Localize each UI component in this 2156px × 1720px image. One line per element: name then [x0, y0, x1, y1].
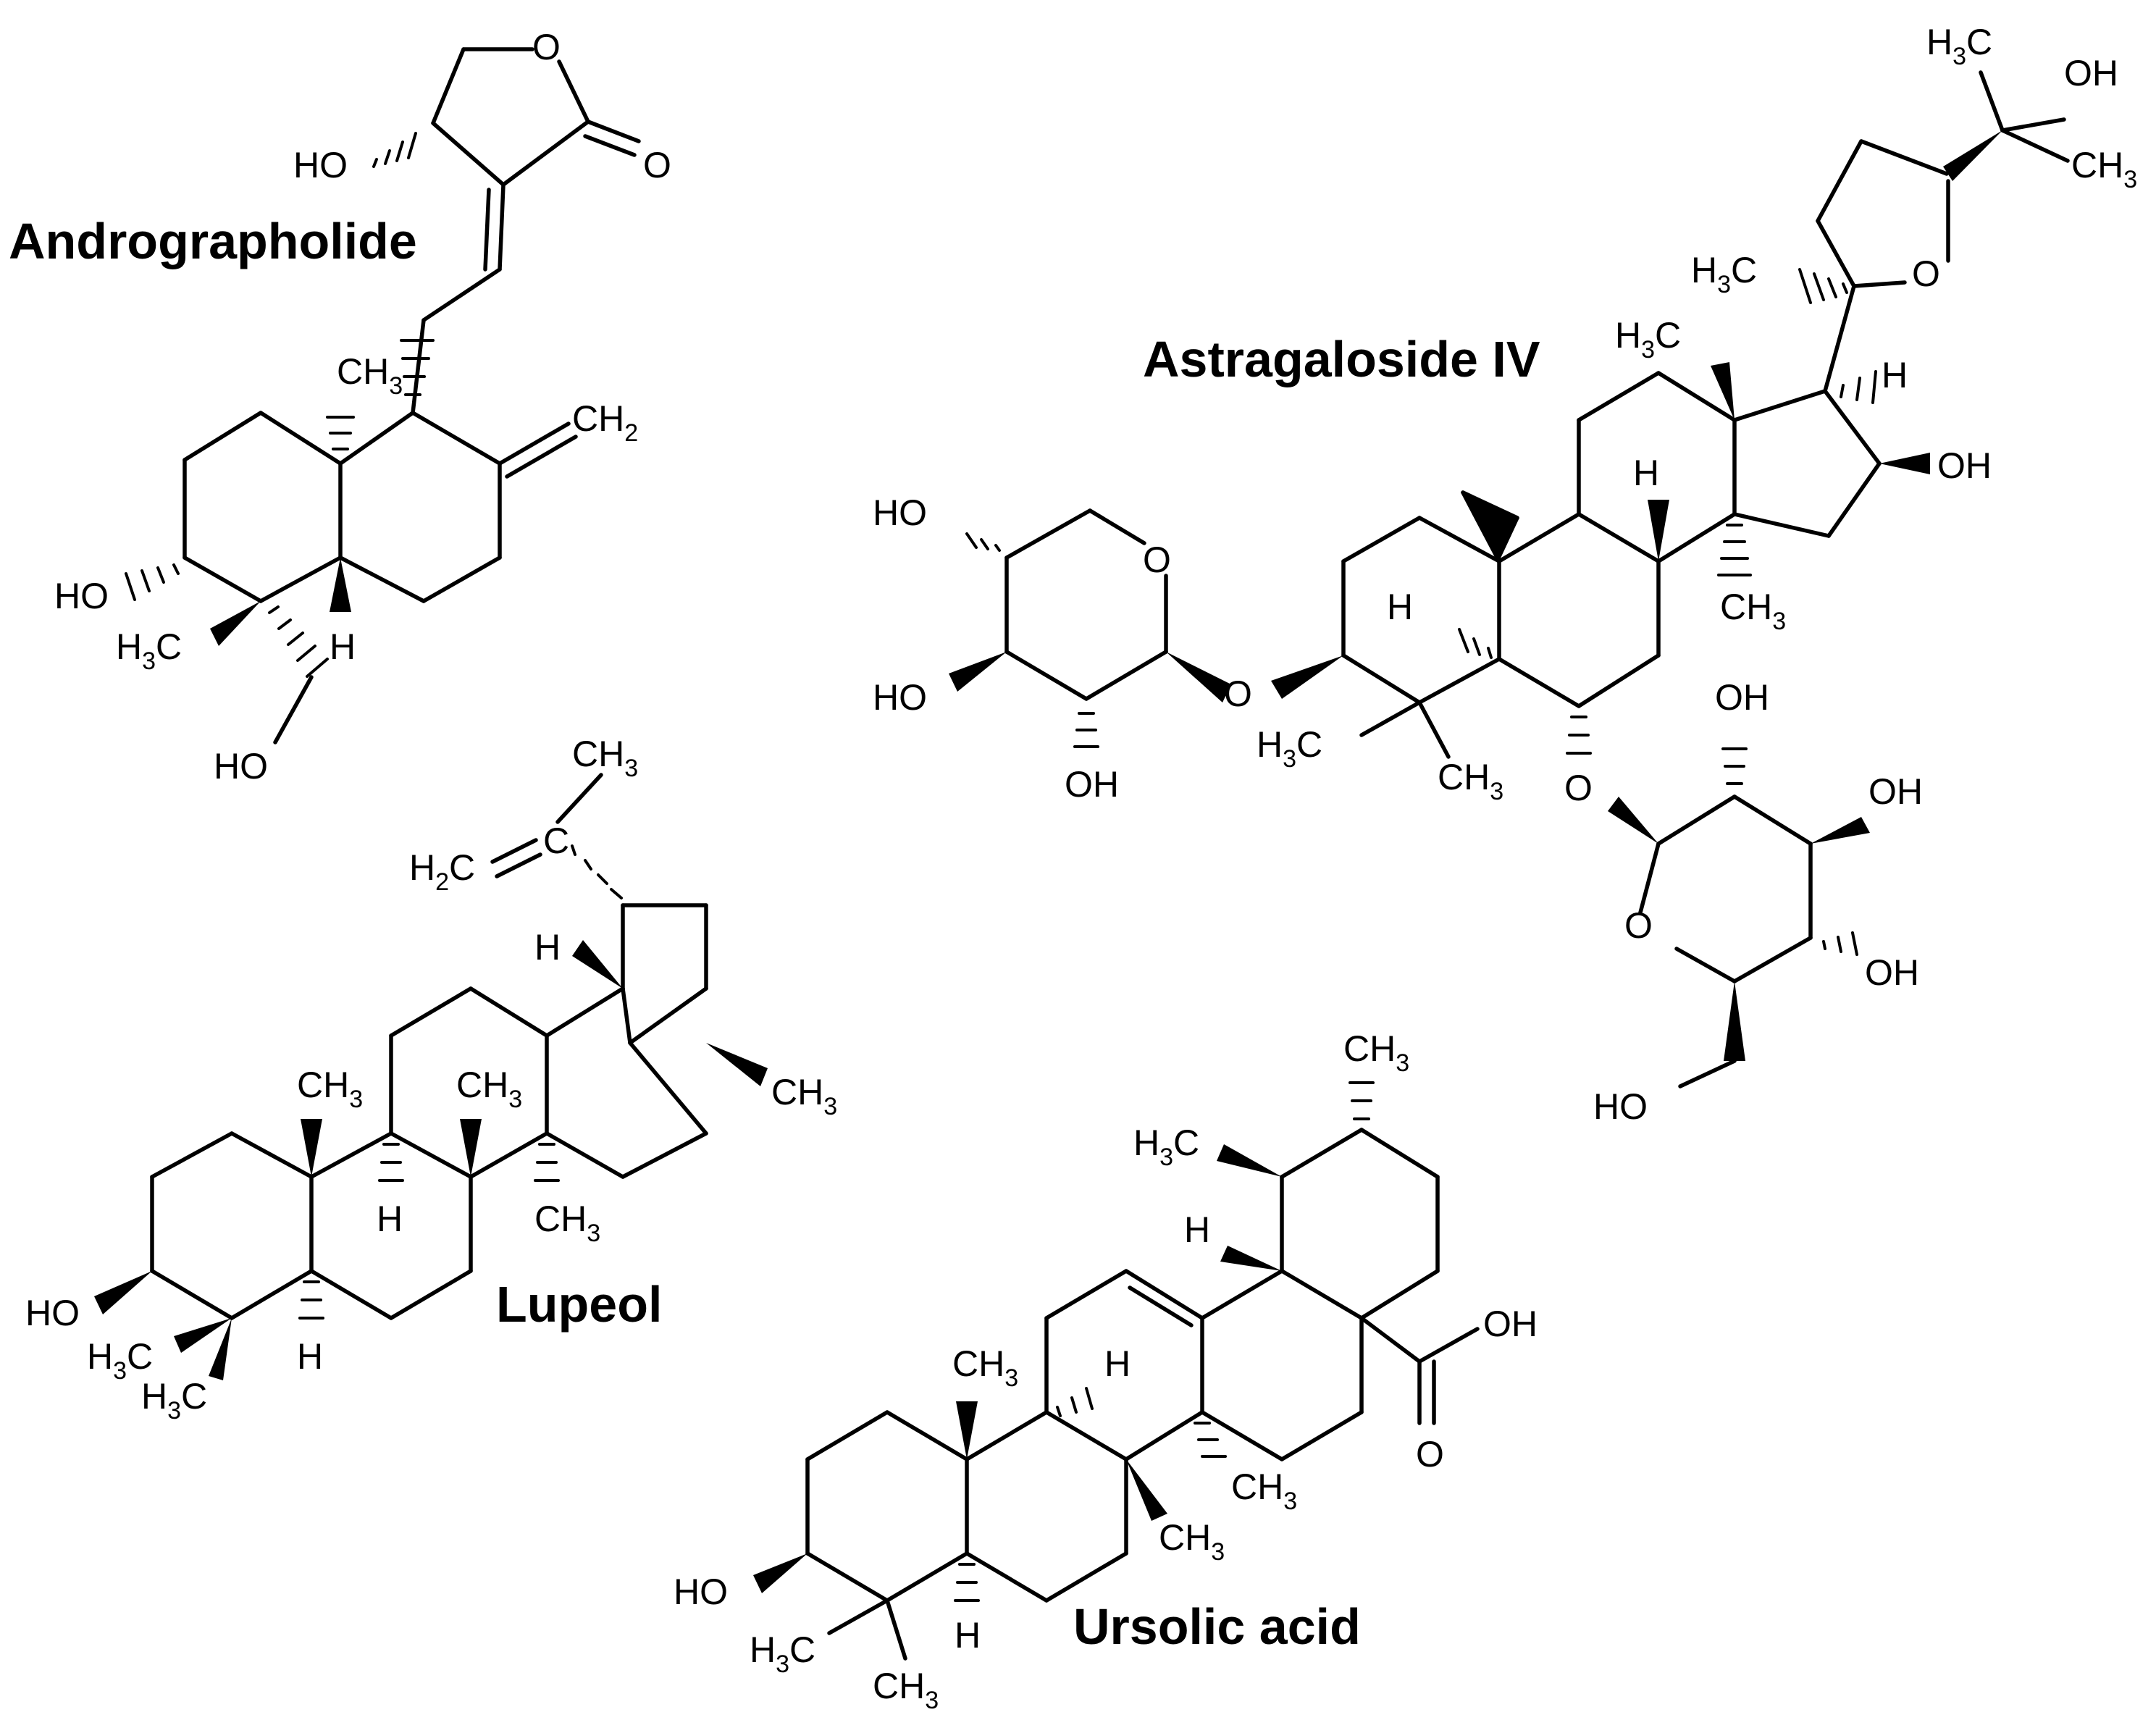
- lupeol-ho3: HO: [25, 1293, 80, 1333]
- astra-xyl-o: O: [1143, 540, 1171, 580]
- astragaloside-structure: H3C OH CH3 H3C O H3C H OH H CH3 H HO O H…: [873, 22, 2137, 1127]
- andro-ho-c3: HO: [54, 576, 109, 616]
- lupeol-ch3-8: CH3: [456, 1065, 522, 1113]
- ursolic-stereo: [753, 1081, 1375, 1602]
- astragaloside-labels: H3C OH CH3 H3C O H3C H OH H CH3 H HO O H…: [873, 22, 2137, 1127]
- ursolic-ch3-8: CH3: [1159, 1517, 1225, 1566]
- andro-ch3: CH3: [337, 351, 403, 400]
- ursolic-ch3-10: CH3: [952, 1343, 1018, 1392]
- lupeol-name: Lupeol: [496, 1276, 662, 1333]
- lupeol-ch3-17: CH3: [771, 1072, 837, 1120]
- astra-furan-o: O: [1912, 253, 1940, 294]
- astra-h3c-4a: H3C: [1257, 724, 1322, 773]
- ursolic-ch3-14: CH3: [1231, 1467, 1297, 1515]
- ursolic-h3c-4a: H3C: [750, 1629, 815, 1678]
- ursolic-ho3: HO: [674, 1572, 728, 1612]
- astra-glc-o: O: [1624, 905, 1653, 946]
- astra-h5: H: [1387, 587, 1413, 627]
- astra-xyl-ho4: HO: [873, 492, 927, 533]
- astra-top-ch3: CH3: [2071, 145, 2137, 193]
- astra-h17: H: [1882, 355, 1908, 395]
- lupeol-h19: H: [534, 927, 561, 968]
- andro-h3c: H3C: [116, 626, 182, 675]
- astra-glc-oh3: OH: [1868, 771, 1923, 812]
- andrographolide-name: Andrographolide: [9, 213, 417, 269]
- astra-oh16: OH: [1937, 445, 1992, 486]
- lupeol-labels: CH3 H2C C H CH3 CH3 CH3 H CH3 HO H3C H3C…: [25, 734, 837, 1425]
- astra-o6: O: [1564, 768, 1593, 808]
- astragaloside-name: Astragaloside IV: [1143, 331, 1540, 387]
- astra-o3: O: [1224, 674, 1252, 714]
- astra-top-h3c: H3C: [1926, 22, 1992, 70]
- lupeol-stereo: [94, 844, 768, 1380]
- astra-top-oh: OH: [2064, 53, 2118, 93]
- andro-o-ring: O: [532, 27, 561, 67]
- lupeol-h9: H: [377, 1199, 403, 1239]
- lupeol-bonds: [150, 773, 708, 1320]
- lupeol-h2c: H2C: [409, 847, 475, 896]
- andro-ch2: CH2: [572, 398, 638, 447]
- astra-ch3-14: CH3: [1720, 587, 1786, 635]
- andro-ho-lactone: HO: [293, 145, 348, 185]
- lupeol-iso-ch3: CH3: [572, 734, 638, 782]
- andro-ho-ch2oh: HO: [214, 746, 268, 786]
- astragaloside-stereo: [949, 130, 2002, 1061]
- ursolic-h18: H: [1184, 1209, 1210, 1250]
- ursolic-h3c-19: H3C: [1133, 1123, 1199, 1171]
- lupeol-c-iso: C: [543, 821, 569, 861]
- ursolic-h5: H: [955, 1615, 981, 1656]
- lupeol-ch3-14: CH3: [534, 1199, 600, 1247]
- lupeol-structure: CH3 H2C C H CH3 CH3 CH3 H CH3 HO H3C H3C…: [25, 734, 837, 1425]
- ursolic-h9: H: [1104, 1343, 1131, 1384]
- astra-c18-h3c: H3C: [1615, 315, 1681, 364]
- andrographolide-structure: O O HO CH3 CH2 HO H3C H HO Andrographoli…: [9, 27, 671, 786]
- lupeol-h5: H: [297, 1336, 323, 1377]
- astra-glc-oh4: OH: [1865, 952, 1919, 993]
- astra-glc-ho6: HO: [1593, 1086, 1648, 1127]
- ursolic-o-acid: O: [1416, 1434, 1444, 1474]
- andrographolide-stereo: [125, 132, 435, 678]
- astragaloside-bonds: [1004, 70, 2070, 1088]
- lupeol-ch3-10: CH3: [297, 1065, 363, 1113]
- lupeol-h3c-4a: H3C: [87, 1336, 153, 1385]
- ursolic-name: Ursolic acid: [1073, 1598, 1361, 1655]
- astra-glc-oh2: OH: [1715, 677, 1769, 718]
- andro-o-carbonyl: O: [643, 145, 671, 185]
- ursolic-labels: CH3 H3C H OH O CH3 H CH3 CH3 HO H3C CH3 …: [674, 1028, 1538, 1714]
- andrographolide-labels: O O HO CH3 CH2 HO H3C H HO Andrographoli…: [9, 27, 671, 786]
- ursolic-ch3-4b: CH3: [873, 1666, 939, 1714]
- lupeol-h3c-4b: H3C: [141, 1376, 207, 1425]
- astra-ch3-4b: CH3: [1438, 757, 1503, 805]
- andro-h-c5: H: [330, 626, 356, 667]
- ursolic-structure: CH3 H3C H OH O CH3 H CH3 CH3 HO H3C CH3 …: [674, 1028, 1538, 1714]
- astra-xyl-ho3: HO: [873, 677, 927, 718]
- astra-h8: H: [1633, 453, 1659, 493]
- astra-furan-h3c: H3C: [1691, 250, 1757, 298]
- ursolic-oh-acid: OH: [1483, 1304, 1538, 1344]
- astra-xyl-oh2: OH: [1065, 764, 1119, 805]
- ursolic-ch3-20: CH3: [1343, 1028, 1409, 1077]
- andrographolide-bonds: [183, 47, 641, 744]
- ursolic-bonds: [805, 1128, 1480, 1661]
